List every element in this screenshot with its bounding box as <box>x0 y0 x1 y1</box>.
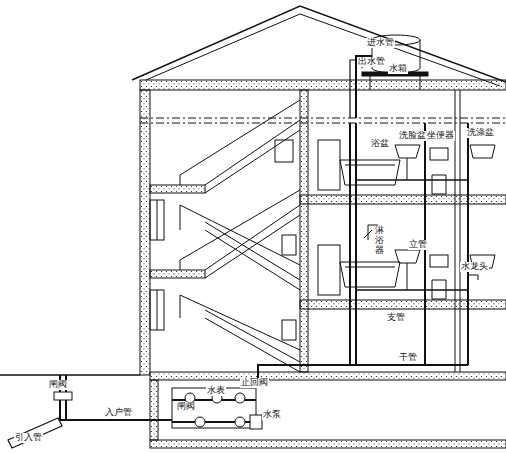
part-label: 浴盆 <box>370 139 390 149</box>
part-label: 水龙头 <box>460 262 489 272</box>
part-label: 水泵 <box>262 410 282 420</box>
part-label: 洗涤盆 <box>466 128 495 138</box>
part-label: 支管 <box>386 313 406 323</box>
part-label: 出水管 <box>357 57 386 67</box>
part-label: 立管 <box>408 240 428 250</box>
part-label: 入户管 <box>104 408 133 418</box>
part-label: 洗脸盆 <box>398 131 427 141</box>
part-label: 坐便器 <box>426 131 455 141</box>
part-label: 闸阀 <box>176 402 196 412</box>
part-label: 水表 <box>206 386 226 396</box>
part-label: 闸阀 <box>48 380 68 390</box>
part-label: 引入管 <box>14 433 43 443</box>
part-label: 止回阀 <box>240 378 269 388</box>
part-label: 淋浴器 <box>374 226 385 256</box>
part-label: 进水管 <box>366 38 395 48</box>
part-label: 干管 <box>398 353 418 363</box>
part-label: 水箱 <box>388 64 408 74</box>
